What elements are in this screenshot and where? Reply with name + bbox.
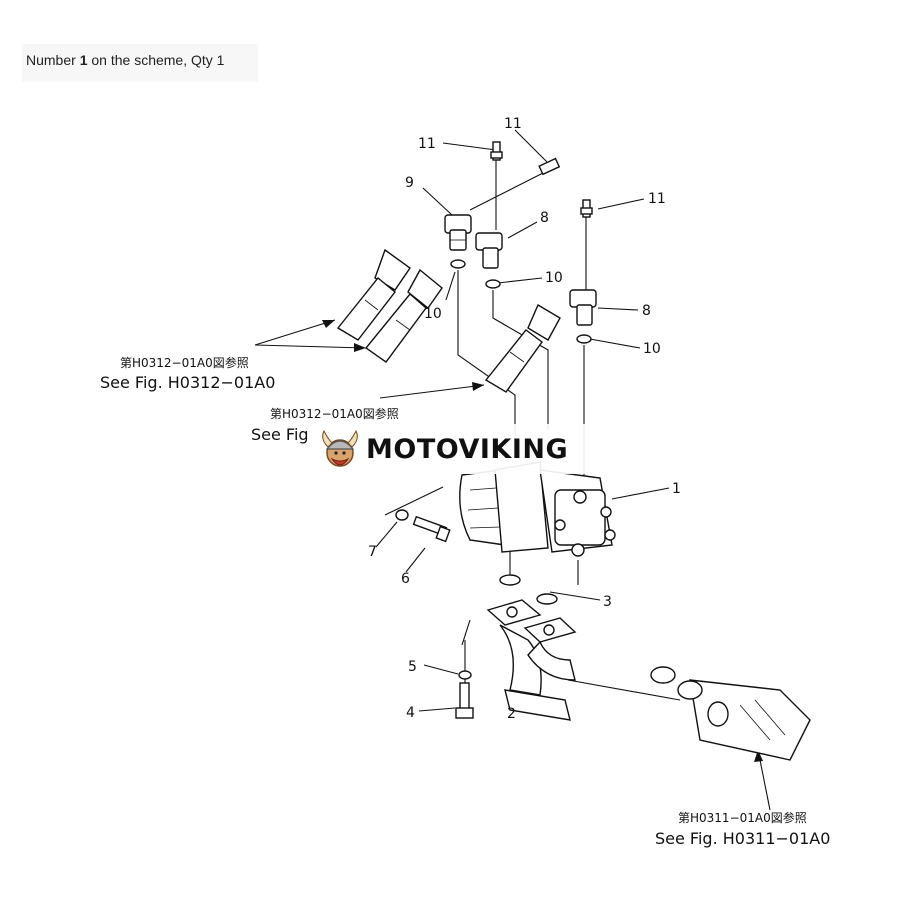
fitting-11-right xyxy=(580,199,593,218)
o-ring-10-c xyxy=(576,334,592,344)
bolt-4 xyxy=(455,682,474,719)
caption-number: 1 xyxy=(79,52,88,68)
hydraulic-pump xyxy=(459,461,616,557)
fitting-11-top xyxy=(490,141,503,161)
callout-1: 1 xyxy=(672,481,681,497)
callout-3: 3 xyxy=(603,594,612,610)
hose-left-1 xyxy=(336,248,411,341)
reference-en: See Fig xyxy=(251,425,309,444)
hose-center xyxy=(484,303,561,393)
leader-lines xyxy=(254,129,771,811)
caption-suffix: on the scheme, Qty 1 xyxy=(87,52,225,68)
figure-references: 第H0312−01A0図参照 See Fig. H0312−01A0 第H031… xyxy=(100,355,830,848)
callout-9: 9 xyxy=(405,175,414,191)
callout-5: 5 xyxy=(408,659,417,675)
callout-8: 8 xyxy=(642,303,651,319)
bolt-6 xyxy=(412,515,451,543)
callout-11: 11 xyxy=(504,116,522,132)
part-caption: Number 1 on the scheme, Qty 1 xyxy=(26,52,224,68)
callout-10: 10 xyxy=(424,306,442,322)
reference-jp: 第H0312−01A0図参照 xyxy=(120,355,249,370)
washer-7 xyxy=(395,509,409,521)
flange-pipe-2 xyxy=(486,599,577,721)
reference-jp: 第H0312−01A0図参照 xyxy=(270,406,399,421)
elbow-8-upper xyxy=(475,232,503,269)
reference-en: See Fig. H0312−01A0 xyxy=(100,373,275,392)
fitting-11-right-top xyxy=(538,157,561,176)
callout-6: 6 xyxy=(401,571,410,587)
callout-11: 11 xyxy=(418,136,436,152)
o-ring-10-b xyxy=(485,279,501,289)
elbow-9 xyxy=(444,214,472,251)
caption-background xyxy=(22,44,258,82)
viking-helmet-icon xyxy=(322,429,358,467)
o-ring-3-a xyxy=(499,574,521,586)
reference-en: See Fig. H0311−01A0 xyxy=(655,829,830,848)
o-ring-3-b xyxy=(536,593,558,605)
callout-8: 8 xyxy=(540,210,549,226)
callout-2: 2 xyxy=(507,706,516,722)
elbow-8-lower xyxy=(569,289,597,326)
callout-labels: 11 11 11 9 8 8 10 10 10 1 7 6 3 5 4 2 xyxy=(368,116,681,722)
suction-hose xyxy=(650,666,811,761)
callout-7: 7 xyxy=(368,544,377,560)
hose-left-2 xyxy=(364,268,443,363)
washer-5 xyxy=(458,670,472,680)
reference-jp: 第H0311−01A0図参照 xyxy=(678,810,807,825)
caption-prefix: Number xyxy=(26,52,80,68)
watermark-text: MOTOVIKING xyxy=(366,433,569,465)
o-ring-10-a xyxy=(450,259,466,269)
callout-4: 4 xyxy=(406,705,415,721)
callout-11: 11 xyxy=(648,191,666,207)
watermark-banner: MOTOVIKING xyxy=(312,424,588,474)
callout-10: 10 xyxy=(545,270,563,286)
callout-10: 10 xyxy=(643,341,661,357)
